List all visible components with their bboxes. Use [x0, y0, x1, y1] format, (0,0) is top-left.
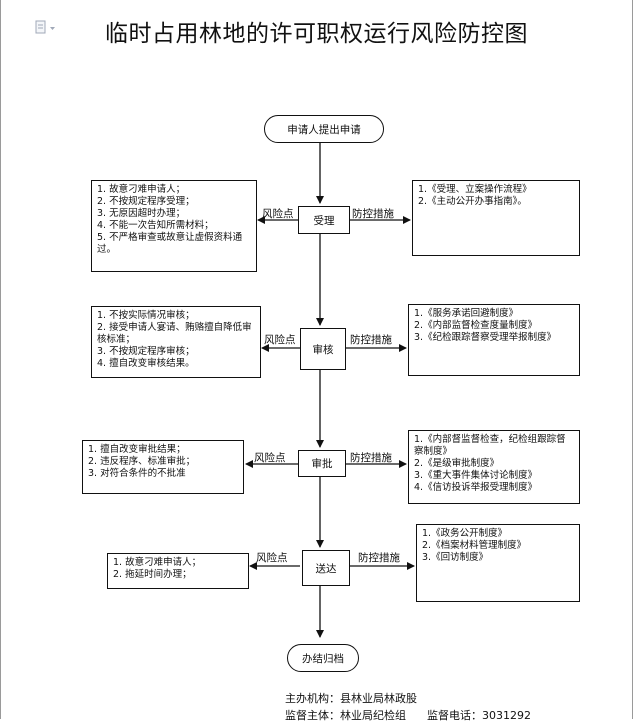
measure-item: 2.《是级审批制度》: [414, 458, 500, 469]
measure-item: 1.《政务公开制度》: [422, 528, 508, 539]
footer-supervisor: 监督主体：林业局纪检组 监督电话：3031292: [285, 707, 531, 723]
sponsor-label: 主办机构：: [285, 692, 340, 705]
risk-item: 1. 不按实际情况审核；: [97, 310, 195, 321]
risk-item: 1. 擅自改变审批结果；: [88, 444, 186, 455]
risk-item: 1. 故意刁难申请人；: [113, 557, 202, 568]
risk-box-review: 1. 不按实际情况审核； 2. 接受申请人宴请、贿赂擅自降低审核标准； 3. 不…: [91, 306, 261, 378]
sponsor-value: 县林业局林政股: [340, 692, 417, 705]
risk-item: 4. 擅自改变审核结果。: [97, 358, 195, 369]
risk-item: 5. 不严格审查或故意让虚假资料通过。: [97, 232, 243, 255]
measure-item: 1.《服务承诺回避制度》: [414, 308, 519, 319]
measure-item: 2.《内部监督检查度量制度》: [414, 320, 538, 331]
risk-item: 2. 接受申请人宴请、贿赂擅自降低审核标准；: [97, 322, 252, 345]
step-review-label: 审核: [312, 343, 334, 356]
end-node: 办结归档: [287, 644, 359, 672]
measure-label-deliver: 防控措施: [358, 552, 400, 564]
measure-item: 3.《重大事件集体讨论制度》: [414, 470, 538, 481]
risk-box-accept: 1. 故意刁难申请人； 2. 不按规定程序受理； 3. 无原因超时办理； 4. …: [91, 180, 257, 272]
footer-sponsor: 主办机构：县林业局林政股: [285, 690, 417, 706]
measure-item: 3.《回访制度》: [422, 552, 489, 563]
risk-item: 3. 对符合条件的不批准: [88, 468, 186, 479]
risk-item: 2. 违反程序、标准审批；: [88, 456, 196, 467]
measure-item: 2.《主动公开办事指南》。: [418, 196, 527, 207]
step-review-node: 审核: [300, 328, 346, 370]
risk-item: 3. 不按规定程序审核；: [97, 346, 195, 357]
step-approve-label: 审批: [311, 458, 333, 470]
measure-box-approve: 1.《内部督监督检查，纪检组跟踪督察制度》 2.《是级审批制度》 3.《重大事件…: [408, 430, 580, 504]
measure-label-review: 防控措施: [350, 334, 392, 346]
risk-item: 2. 拖延时间办理；: [113, 569, 192, 580]
supervisor-value: 林业局纪检组: [340, 709, 406, 722]
risk-item: 2. 不按规定程序受理；: [97, 196, 195, 207]
step-deliver-label: 送达: [315, 562, 337, 575]
phone-value: 3031292: [482, 709, 531, 722]
measure-label-accept: 防控措施: [352, 208, 394, 220]
measure-box-accept: 1.《受理、立案操作流程》 2.《主动公开办事指南》。: [412, 180, 580, 256]
measure-box-deliver: 1.《政务公开制度》 2.《档案材料管理制度》 3.《回访制度》: [416, 524, 580, 602]
measure-item: 3.《纪检跟踪督察受理举报制度》: [414, 332, 557, 343]
supervisor-label: 监督主体：: [285, 709, 340, 722]
risk-label-deliver: 风险点: [256, 552, 288, 564]
end-node-label: 办结归档: [302, 652, 344, 665]
risk-label-approve: 风险点: [254, 452, 286, 464]
risk-item: 3. 无原因超时办理；: [97, 208, 186, 219]
step-accept-label: 受理: [313, 214, 335, 227]
risk-box-deliver: 1. 故意刁难申请人； 2. 拖延时间办理；: [107, 553, 249, 589]
measure-label-approve: 防控措施: [350, 452, 392, 464]
phone-label: 监督电话：: [427, 709, 482, 722]
document-menu-icon[interactable]: [34, 20, 58, 36]
step-deliver-node: 送达: [302, 550, 350, 586]
risk-item: 1. 故意刁难申请人；: [97, 184, 186, 195]
measure-item: 4.《信访投诉举报受理制度》: [414, 482, 538, 493]
step-approve-node: 审批: [298, 450, 346, 477]
risk-item: 4. 不能一次告知所需材料；: [97, 220, 214, 231]
measure-item: 1.《受理、立案操作流程》: [418, 184, 532, 195]
risk-box-approve: 1. 擅自改变审批结果； 2. 违反程序、标准审批； 3. 对符合条件的不批准: [82, 440, 244, 494]
measure-box-review: 1.《服务承诺回避制度》 2.《内部监督检查度量制度》 3.《纪检跟踪督察受理举…: [408, 304, 580, 376]
start-node: 申请人提出申请: [264, 115, 384, 143]
risk-label-accept: 风险点: [262, 208, 294, 220]
risk-label-review: 风险点: [264, 334, 296, 346]
measure-item: 1.《内部督监督检查，纪检组跟踪督察制度》: [414, 434, 566, 457]
step-accept-node: 受理: [298, 206, 350, 234]
start-node-label: 申请人提出申请: [287, 123, 361, 136]
page-title: 临时占用林地的许可职权运行风险防控图: [105, 21, 528, 47]
measure-item: 2.《档案材料管理制度》: [422, 540, 527, 551]
